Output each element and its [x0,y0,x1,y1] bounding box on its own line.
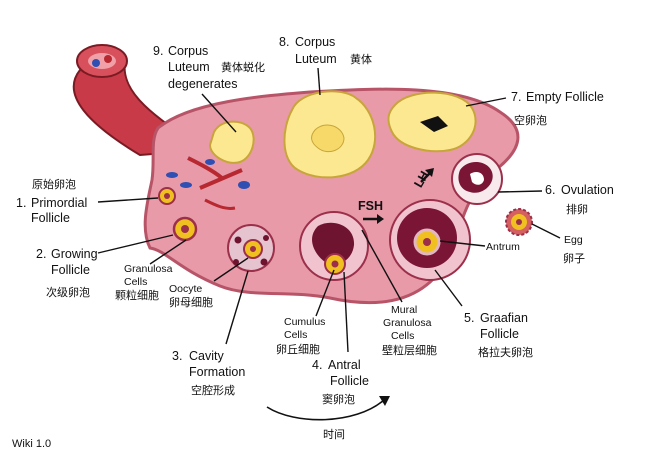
primordial-label-1: Primordial [31,196,87,210]
corpus-label-1: Corpus [295,35,335,49]
graafian-follicle [389,199,471,281]
antral-num: 4. [312,358,322,372]
corpus-label-zh: 黄体 [350,52,372,66]
empty-label: Empty Follicle [526,90,604,104]
empty-follicle [387,91,477,153]
released-egg [505,208,533,236]
pointer-lines [97,67,561,353]
primordial-label-zh: 原始卵泡 [32,177,76,191]
graafian-label-1: Graafian [480,311,528,325]
hormone-arrows [363,168,434,224]
primordial-num: 1. [16,196,26,210]
growing-label-2: Follicle [51,263,90,277]
footer-text: Wiki 1.0 [12,438,51,448]
antral-label-2: Follicle [330,374,369,388]
antral-follicle [299,211,369,281]
ovulating-follicle [451,153,503,205]
granulosa-label-zh: 颗粒细胞 [115,288,159,302]
ovary-vessels [166,156,250,210]
oocyte-label-zh: 卵母细胞 [169,296,213,309]
cumulus-label-1: Cumulus [284,316,325,328]
mural-label-2: Granulosa [383,317,432,329]
growing-label-zh: 次级卵泡 [46,285,90,299]
cavity-label-zh: 空腔形成 [191,383,235,397]
oocyte-label: Oocyte [169,283,202,295]
cavity-label-1: Cavity [189,349,224,363]
egg-label: Egg [564,234,583,246]
time-arrow [266,396,390,421]
mural-label-1: Mural [391,304,417,316]
cavity-label-2: Formation [189,365,245,379]
primordial-follicle [158,187,176,205]
corpus-luteum-degenerate [208,120,255,164]
degenerates-label-2: Luteum [168,60,210,74]
time-label: 时间 [323,428,345,441]
graafian-num: 5. [464,311,474,325]
corpus-label-2: Luteum [295,52,337,66]
degenerates-label-3: degenerates [168,77,238,91]
cavity-formation-follicle [227,224,275,272]
cavity-num: 3. [172,349,182,363]
egg-label-zh: 卵子 [563,252,585,265]
mural-label-3: Cells [391,330,414,342]
primordial-label-2: Follicle [31,211,70,225]
antral-label-1: Antral [328,358,361,372]
antrum-label: Antrum [486,241,520,253]
fsh-label: FSH [358,199,383,213]
empty-num: 7. [511,90,521,104]
growing-num: 2. [36,247,46,261]
mural-label-zh: 壁粒层细胞 [382,343,437,357]
empty-label-zh: 空卵泡 [514,113,547,127]
antral-label-zh: 窦卵泡 [322,392,355,406]
cumulus-label-zh: 卵丘细胞 [276,343,320,356]
corpus-luteum [283,90,377,179]
graafian-label-zh: 格拉夫卵泡 [478,345,533,359]
degenerates-label-1: Corpus [168,44,208,58]
ovulation-label-zh: 排卵 [566,202,588,216]
granulosa-label-1: Granulosa [124,263,173,275]
growing-follicle [172,216,198,242]
cumulus-label-2: Cells [284,329,307,341]
graafian-label-2: Follicle [480,327,519,341]
granulosa-label-2: Cells [124,276,147,288]
degenerates-label-zh: 黄体蜕化 [221,60,265,74]
growing-label-1: Growing [51,247,98,261]
ovulation-num: 6. [545,183,555,197]
degenerates-num: 9. [153,44,163,58]
corpus-num: 8. [279,35,289,49]
ovulation-label: Ovulation [561,183,614,197]
